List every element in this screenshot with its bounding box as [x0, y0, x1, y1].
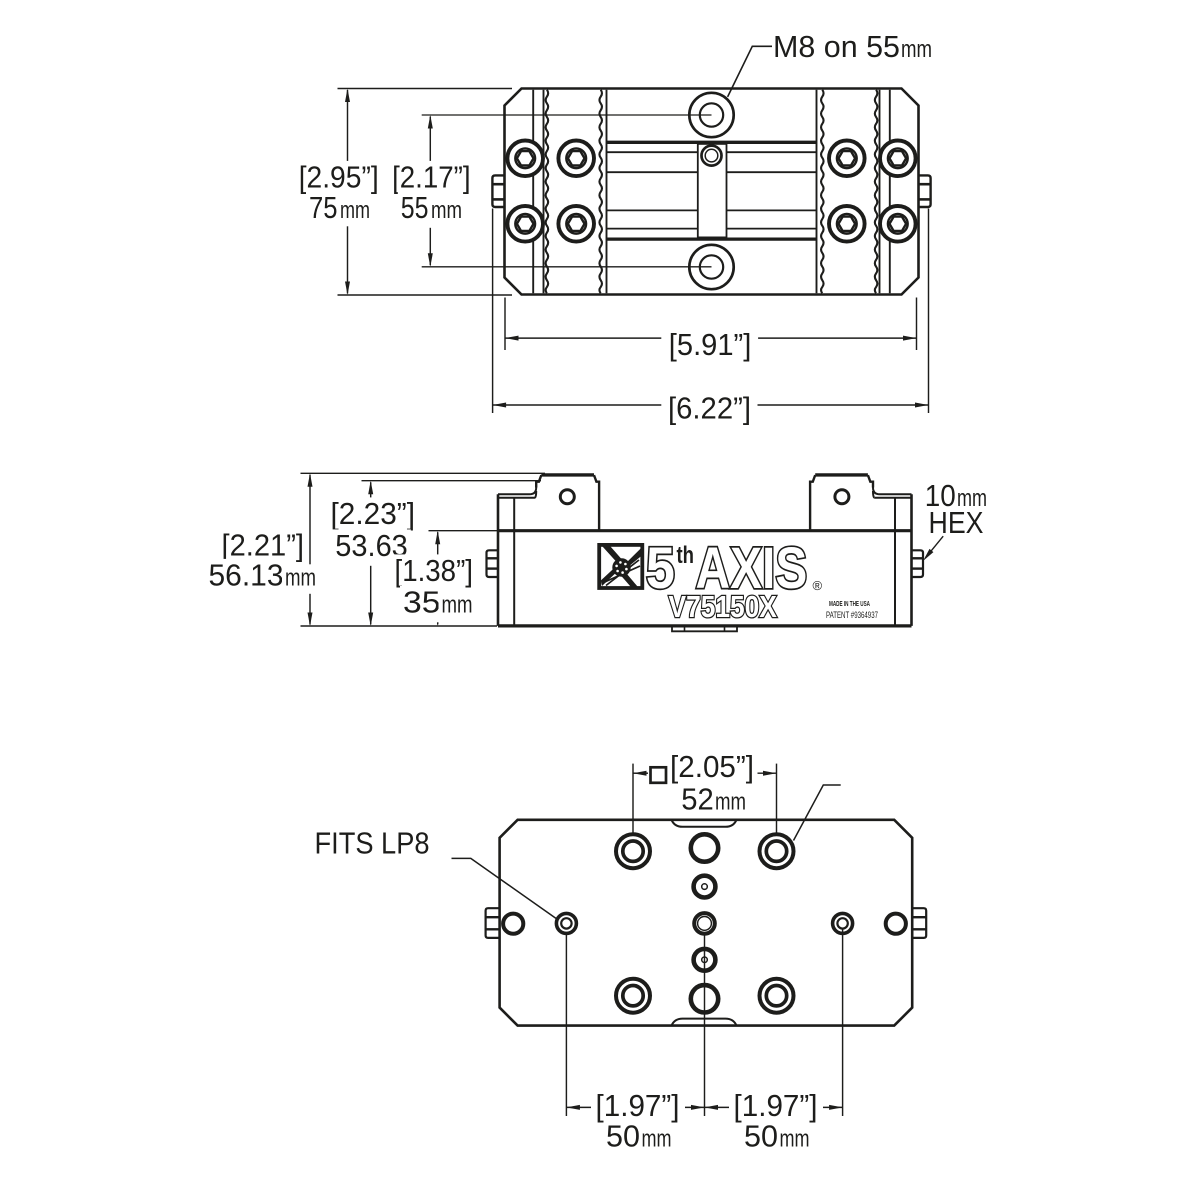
- svg-text:5: 5: [646, 535, 675, 600]
- svg-text:[5.91”]: [5.91”]: [669, 327, 752, 362]
- svg-text:75: 75: [309, 190, 338, 225]
- svg-text:mm: mm: [285, 565, 316, 592]
- svg-text:56.13: 56.13: [209, 558, 284, 593]
- svg-text:mm: mm: [715, 789, 746, 816]
- svg-text:[6.22”]: [6.22”]: [668, 391, 751, 426]
- svg-text:55: 55: [401, 190, 429, 225]
- svg-text:®: ®: [813, 578, 823, 593]
- svg-text:[2.95”]: [2.95”]: [299, 160, 379, 195]
- svg-text:[2.05”]: [2.05”]: [670, 749, 754, 784]
- svg-text:10: 10: [925, 478, 956, 513]
- svg-text:mm: mm: [957, 485, 987, 512]
- svg-text:[2.21”]: [2.21”]: [222, 528, 305, 563]
- svg-text:50: 50: [606, 1119, 640, 1154]
- svg-text:mm: mm: [901, 36, 932, 63]
- svg-text:[2.17”]: [2.17”]: [392, 160, 471, 195]
- svg-text:PATENT #9364937: PATENT #9364937: [826, 610, 878, 620]
- svg-text:50: 50: [744, 1119, 778, 1154]
- svg-text:[1.97”]: [1.97”]: [596, 1088, 680, 1123]
- svg-text:HEX: HEX: [929, 505, 984, 540]
- svg-text:mm: mm: [442, 592, 473, 619]
- svg-text:mm: mm: [642, 1126, 672, 1153]
- svg-text:[2.23”]: [2.23”]: [331, 496, 416, 531]
- svg-text:[1.38”]: [1.38”]: [395, 553, 474, 588]
- svg-text:th: th: [677, 542, 695, 569]
- svg-text:mm: mm: [780, 1126, 810, 1153]
- svg-text:52: 52: [681, 782, 714, 817]
- svg-text:[1.97”]: [1.97”]: [734, 1088, 818, 1123]
- svg-text:M8 on 55: M8 on 55: [773, 29, 900, 64]
- svg-text:AXIS: AXIS: [696, 537, 808, 601]
- svg-text:FITS LP8: FITS LP8: [315, 826, 430, 861]
- svg-text:mm: mm: [431, 197, 462, 224]
- svg-text:V75150X: V75150X: [669, 590, 777, 624]
- svg-text:MADE IN THE USA: MADE IN THE USA: [829, 601, 870, 608]
- svg-text:mm: mm: [340, 197, 370, 224]
- svg-text:35: 35: [403, 585, 441, 620]
